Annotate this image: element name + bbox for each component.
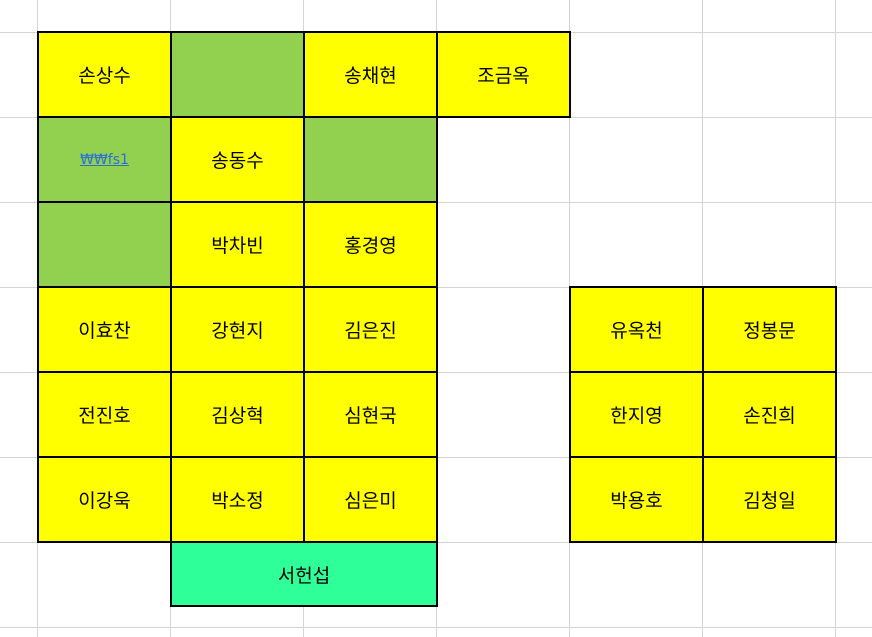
empty-seat-cell[interactable] xyxy=(170,31,305,118)
seat-cell[interactable]: 유옥천 xyxy=(569,286,704,373)
seat-cell[interactable]: 정봉문 xyxy=(702,286,837,373)
seat-cell[interactable]: 심현국 xyxy=(303,371,438,458)
seat-cell[interactable]: 전진호 xyxy=(37,371,172,458)
seat-cell[interactable]: 심은미 xyxy=(303,456,438,543)
seat-cell[interactable]: 박차빈 xyxy=(170,201,305,288)
seat-name: 김청일 xyxy=(743,490,796,512)
seat-name: 홍경영 xyxy=(344,235,397,257)
seat-cell[interactable]: 박소정 xyxy=(170,456,305,543)
seat-cell[interactable]: 손진희 xyxy=(702,371,837,458)
seat-name: 이효찬 xyxy=(78,320,131,342)
seat-name: 손진희 xyxy=(743,405,796,427)
seat-name: 송채현 xyxy=(344,65,397,87)
front-desk-cell[interactable]: 서헌섭 xyxy=(170,541,438,607)
seat-name: 김은진 xyxy=(344,320,397,342)
seat-name: 유옥천 xyxy=(610,320,663,342)
seat-name: 송동수 xyxy=(211,150,264,172)
seat-cell[interactable]: 홍경영 xyxy=(303,201,438,288)
seat-name: 박소정 xyxy=(211,490,264,512)
seat-cell[interactable]: 김상혁 xyxy=(170,371,305,458)
seat-cell[interactable]: 김은진 xyxy=(303,286,438,373)
seat-cell[interactable]: 김청일 xyxy=(702,456,837,543)
seat-name: 박차빈 xyxy=(211,235,264,257)
empty-seat-cell[interactable] xyxy=(37,201,172,288)
seat-cell[interactable]: 손상수 xyxy=(37,31,172,118)
seat-cell[interactable]: 조금옥 xyxy=(436,31,571,118)
hyperlink-cell[interactable]: ₩₩fs1 xyxy=(37,116,172,203)
seat-name: 한지영 xyxy=(610,405,663,427)
seat-cell[interactable]: 이강욱 xyxy=(37,456,172,543)
seat-name: 전진호 xyxy=(78,405,131,427)
seat-name: 손상수 xyxy=(78,65,131,87)
seat-cell[interactable]: 강현지 xyxy=(170,286,305,373)
seat-name: 심은미 xyxy=(344,490,397,512)
seat-name: 정봉문 xyxy=(743,320,796,342)
seat-name: 심현국 xyxy=(344,405,397,427)
seat-name: 강현지 xyxy=(211,320,264,342)
seat-cell[interactable]: 박용호 xyxy=(569,456,704,543)
empty-seat-cell[interactable] xyxy=(303,116,438,203)
seat-name: 서헌섭 xyxy=(277,564,331,587)
seat-cell[interactable]: 이효찬 xyxy=(37,286,172,373)
seat-name: 김상혁 xyxy=(211,405,264,427)
seat-name: 박용호 xyxy=(610,490,663,512)
seat-cell[interactable]: 한지영 xyxy=(569,371,704,458)
seat-cell[interactable]: 송채현 xyxy=(303,31,438,118)
seat-name: 조금옥 xyxy=(477,65,530,87)
seat-name: 이강욱 xyxy=(78,490,131,512)
seat-cell[interactable]: 송동수 xyxy=(170,116,305,203)
cell-hyperlink[interactable]: ₩₩fs1 xyxy=(80,151,129,168)
